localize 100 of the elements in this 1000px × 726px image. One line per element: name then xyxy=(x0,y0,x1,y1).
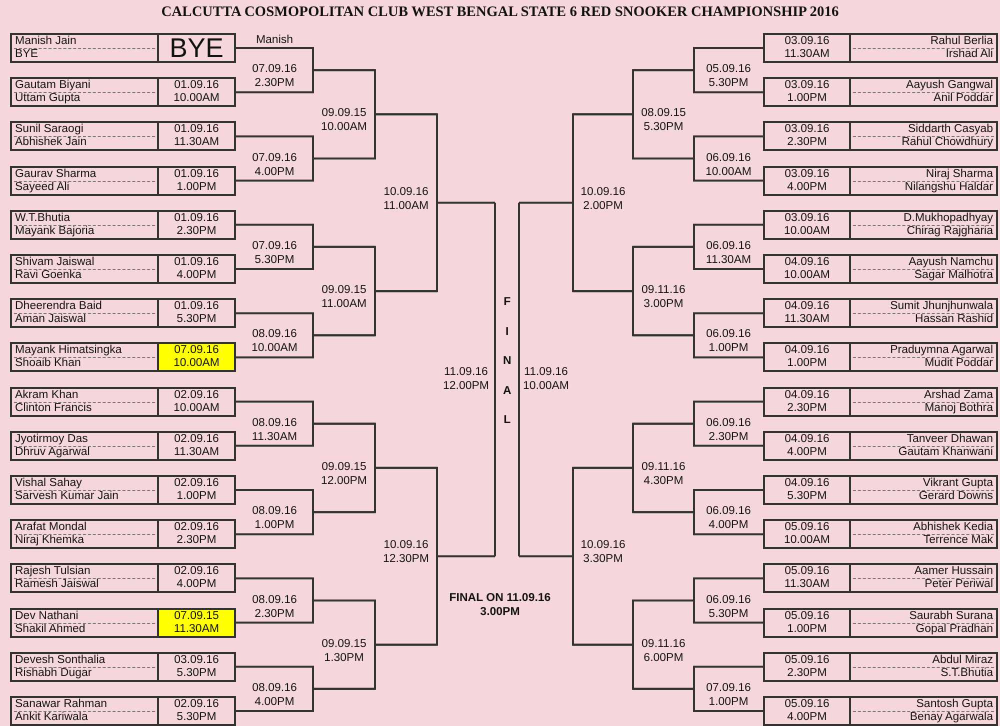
player-name: Gautam Biyani xyxy=(14,79,92,92)
match-schedule: 07.09.16 4.00PM xyxy=(251,150,298,178)
player-name: Hassan Rashid xyxy=(914,313,994,326)
match-box xyxy=(10,696,236,726)
player-name: Nilangshu Haldar xyxy=(904,180,994,194)
player-name: Aman Jaiswal xyxy=(14,313,87,326)
match-schedule: 09.09.15 1.30PM xyxy=(320,636,368,665)
player-name: Irshad Ali xyxy=(944,48,994,61)
match-schedule: 10.09.16 2.00PM xyxy=(580,184,626,213)
match-schedule: 03.09.16 2.30PM xyxy=(765,123,851,150)
player-name: Sarvesh Kumar Jain xyxy=(14,490,120,503)
player-name: Sunil Saraogi xyxy=(14,123,84,136)
match-schedule: 07.09.16 1.00PM xyxy=(705,680,752,709)
match-schedule: 01.09.16 5.30PM xyxy=(157,300,234,326)
player-name: Vikrant Gupta xyxy=(922,477,994,490)
match-schedule: 10.09.16 12.30PM xyxy=(382,538,430,566)
player-name: Manish Jain xyxy=(14,35,78,48)
player-name: Shakil Ahmed xyxy=(14,622,86,636)
match-schedule: 07.09.16 5.30PM xyxy=(251,238,298,267)
player-name: Chirag Rajgharia xyxy=(906,224,994,238)
player-name: Akram Khan xyxy=(14,388,80,402)
match-box xyxy=(763,475,998,505)
player-name: BYE xyxy=(14,48,40,61)
player-name: Dheerendra Baid xyxy=(14,300,103,314)
match-schedule: 08.09.15 5.30PM xyxy=(640,106,687,134)
match-schedule: 03.09.16 11.30AM xyxy=(765,35,851,61)
match-schedule: 04.09.16 1.00PM xyxy=(765,344,851,370)
match-schedule: 03.09.16 1.00PM xyxy=(765,79,851,106)
player-name: Sumit Jhunjhunwala xyxy=(889,300,994,314)
player-name: Tanveer Dhawan xyxy=(906,432,994,446)
match-schedule: 10.09.16 11.00AM xyxy=(382,184,430,213)
player-name: Ramesh Jaiswal xyxy=(14,578,100,592)
match-schedule: 04.09.16 11.30AM xyxy=(765,300,851,326)
player-name: Saurabh Surana xyxy=(908,610,994,623)
match-schedule: 09.11.16 6.00PM xyxy=(640,636,686,665)
match-box xyxy=(10,254,236,284)
match-box xyxy=(10,430,236,461)
player-name: Clinton Francis xyxy=(14,402,93,415)
match-schedule: 11.09.16 12.00PM xyxy=(442,365,490,393)
match-box xyxy=(10,475,236,505)
player-name: Peter Periwal xyxy=(924,578,994,592)
match-schedule: 05.09.16 4.00PM xyxy=(765,698,851,724)
match-schedule: 02.09.16 10.00AM xyxy=(157,388,234,415)
match-box xyxy=(763,696,998,726)
match-schedule: 02.09.16 2.30PM xyxy=(157,521,234,548)
bye-mark: BYE xyxy=(157,35,234,61)
match-schedule: 01.09.16 2.30PM xyxy=(157,212,234,238)
match-schedule: 03.09.16 4.00PM xyxy=(765,168,851,194)
match-box xyxy=(763,519,998,550)
match-schedule: 04.09.16 10.00AM xyxy=(765,256,851,282)
player-name: D.Mukhopadhyay xyxy=(902,212,994,225)
match-box xyxy=(763,298,998,328)
match-box xyxy=(763,608,998,638)
player-name: Gopal Pradhan xyxy=(914,622,994,636)
match-box xyxy=(10,166,236,196)
match-schedule: 05.09.16 10.00AM xyxy=(765,521,851,548)
player-name: W.T.Bhutia xyxy=(14,212,71,225)
match-schedule: 08.09.16 4.00PM xyxy=(251,680,298,709)
match-schedule: 09.09.15 12.00PM xyxy=(320,460,368,488)
match-schedule: 04.09.16 2.30PM xyxy=(765,388,851,415)
match-schedule: 02.09.16 5.30PM xyxy=(157,698,234,724)
match-schedule: 04.09.16 4.00PM xyxy=(765,432,851,459)
player-name: Dev Nathani xyxy=(14,610,80,623)
match-schedule: 08.09.16 2.30PM xyxy=(251,592,298,620)
match-schedule: 08.09.16 1.00PM xyxy=(251,504,298,532)
player-name: Gautam Khanwani xyxy=(897,446,994,459)
match-schedule: 06.09.16 2.30PM xyxy=(705,416,752,444)
match-schedule: 01.09.16 11.30AM xyxy=(157,123,234,150)
match-schedule: 09.11.16 3.00PM xyxy=(640,283,686,312)
match-schedule: 07.09.15 11.30AM xyxy=(157,610,234,636)
match-schedule: 03.09.16 5.30PM xyxy=(157,654,234,680)
player-name: Arafat Mondal xyxy=(14,521,88,534)
final-label: FINAL xyxy=(503,295,512,428)
match-box xyxy=(763,166,998,196)
player-name: Manoj Bothra xyxy=(924,402,994,415)
player-name: Terrence Mak xyxy=(922,534,994,548)
match-box xyxy=(10,77,236,108)
match-schedule: 06.09.16 4.00PM xyxy=(705,504,752,532)
match-box xyxy=(763,342,998,372)
match-box xyxy=(763,77,998,108)
player-name: Anil Poddar xyxy=(932,92,994,106)
player-name: Shivam Jaiswal xyxy=(14,256,96,269)
match-schedule: 01.09.16 1.00PM xyxy=(157,168,234,194)
match-schedule: 06.09.16 11.30AM xyxy=(704,238,752,267)
player-name: Siddarth Casyab xyxy=(906,123,994,136)
player-name: Uttam Gupta xyxy=(14,92,82,106)
match-box xyxy=(763,121,998,152)
match-box xyxy=(10,519,236,550)
player-name: Devesh Sonthalia xyxy=(14,654,106,667)
player-name: Niraj Khemka xyxy=(14,534,86,548)
player-name: Ankit Kariwala xyxy=(14,711,89,724)
match-schedule: 02.09.16 4.00PM xyxy=(157,565,234,592)
match-box xyxy=(763,652,998,682)
match-box xyxy=(10,652,236,682)
player-name: Abhishek Jain xyxy=(14,136,88,150)
player-name: Vishal Sahay xyxy=(14,477,83,490)
player-name: Aayush Gangwal xyxy=(905,79,994,92)
player-name: Mayank Bajoria xyxy=(14,224,96,238)
match-box xyxy=(763,210,998,240)
player-name: Abdul Miraz xyxy=(931,654,994,667)
